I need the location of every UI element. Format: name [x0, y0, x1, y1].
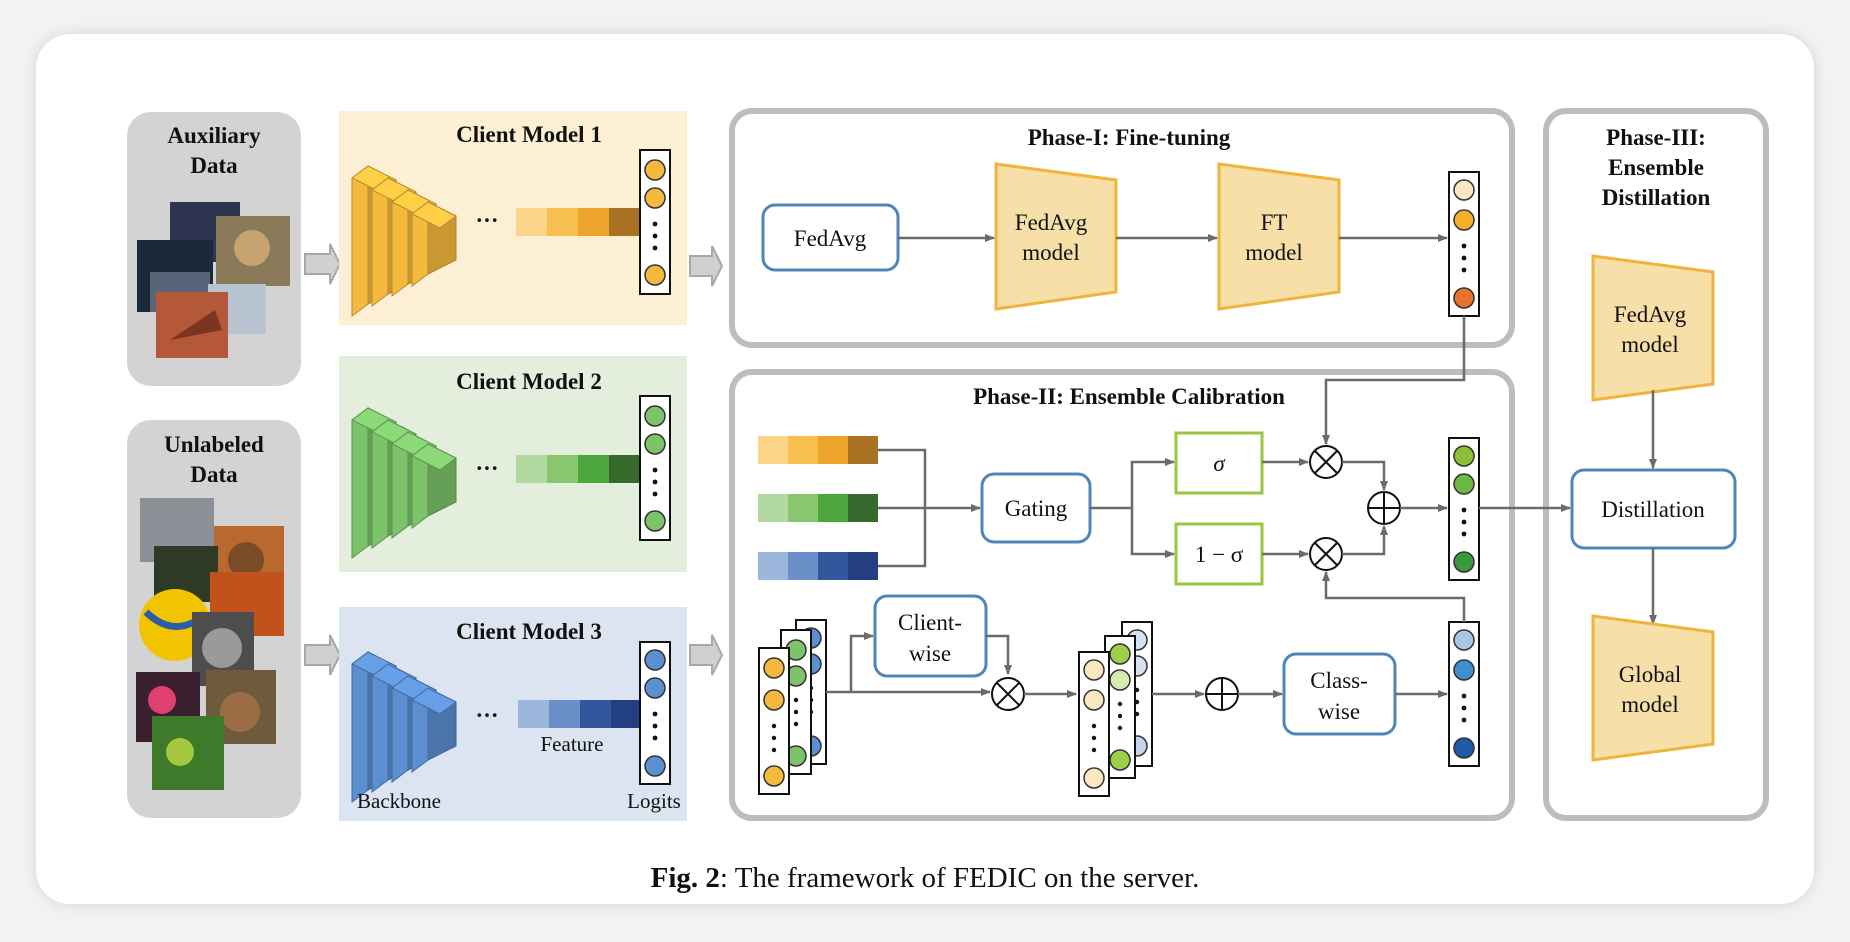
phase2-feature-blue — [758, 552, 878, 580]
ft-model-line2: model — [1245, 240, 1303, 265]
calibrated-logits — [1448, 437, 1480, 581]
client-wise-line1: Client- — [898, 610, 962, 635]
classwise-logits — [1448, 621, 1480, 767]
unlabeled-image-collage — [136, 498, 284, 790]
phase-3-panel: Phase-III: Ensemble Distillation FedAvg … — [1543, 108, 1769, 821]
backbone-label: Backbone — [357, 789, 441, 813]
fedavg-label: FedAvg — [794, 226, 867, 251]
weighted-client-logits — [1078, 621, 1153, 797]
phase-3-title-line3: Distillation — [1602, 185, 1711, 210]
backbone-layer-front — [351, 165, 369, 317]
phase2-feature-orange — [758, 436, 878, 464]
unlabeled-title-line1: Unlabeled — [164, 432, 264, 457]
client-model-1-title: Client Model 1 — [456, 122, 602, 147]
client-model-2-dots: ··· — [475, 456, 498, 481]
model3-to-phase2-arrow — [689, 634, 724, 676]
sum-op — [1367, 491, 1401, 525]
multiply-op-top — [1309, 445, 1343, 479]
phase1-fedavg-model-line1: FedAvg — [1015, 210, 1088, 235]
backbone-layer-top — [411, 443, 457, 471]
client-model-2: Client Model 2 ··· — [339, 356, 687, 572]
phase-3-title-line1: Phase-III: — [1606, 125, 1706, 150]
client-model-2-feature — [516, 455, 640, 483]
logits-label: Logits — [627, 789, 681, 813]
client-model-3-logits — [639, 641, 671, 785]
distillation-label: Distillation — [1601, 497, 1705, 522]
client-model-3: Client Model 3 ··· Feature Backbone Logi… — [339, 607, 687, 821]
sigma-box — [1174, 431, 1264, 495]
client-model-3-feature — [518, 700, 642, 728]
model1-to-phase1-arrow — [689, 245, 724, 287]
data-to-model3-arrow — [304, 634, 342, 676]
caption-label: Fig. 2 — [650, 862, 720, 894]
phase2-feature-green — [758, 494, 878, 522]
client-wise-line2: wise — [909, 641, 951, 666]
client-model-1: Client Model 1 ··· — [339, 111, 687, 325]
gating-label: Gating — [1005, 496, 1068, 521]
phase3-fedavg-model-line2: model — [1621, 332, 1679, 357]
backbone-layer-top — [411, 201, 457, 229]
phase3-fedavg-model-line1: FedAvg — [1614, 302, 1687, 327]
phase1-to-multiply-line — [1322, 316, 1466, 445]
client-model-1-logits — [639, 149, 671, 295]
global-model-shape — [1591, 614, 1715, 762]
class-wise-line1: Class- — [1310, 668, 1368, 693]
phase1-fedavg-model-shape — [994, 162, 1118, 311]
phase1-logits — [1448, 171, 1480, 317]
sum-op-classwise — [1205, 677, 1239, 711]
global-model-line2: model — [1621, 692, 1679, 717]
feature-label: Feature — [541, 732, 604, 756]
multiply-op-bottom — [1309, 537, 1343, 571]
client-model-3-title: Client Model 3 — [456, 619, 602, 644]
one-minus-sigma-box — [1174, 522, 1264, 586]
data-to-model1-arrow — [304, 243, 342, 285]
ft-model-shape — [1217, 162, 1341, 311]
backbone-stack-1 — [351, 165, 457, 317]
phase-1-title: Phase-I: Fine-tuning — [1028, 125, 1231, 150]
auxiliary-image-collage — [137, 202, 290, 358]
one-minus-sigma-label: 1 − σ — [1195, 542, 1244, 567]
backbone-layer-front — [351, 407, 369, 559]
phase1-fedavg-model-line2: model — [1022, 240, 1080, 265]
backbone-layer-top — [411, 687, 457, 715]
stacked-client-logits — [758, 619, 827, 795]
backbone-stack-3 — [351, 651, 457, 803]
client-model-2-logits — [639, 395, 671, 541]
sigma-label: σ — [1213, 451, 1226, 476]
auxiliary-title-line2: Data — [190, 153, 238, 178]
ft-model-line1: FT — [1261, 210, 1288, 235]
client-model-2-title: Client Model 2 — [456, 369, 602, 394]
figure-caption: Fig. 2: The framework of FEDIC on the se… — [0, 862, 1850, 895]
client-model-1-dots: ··· — [475, 208, 498, 233]
backbone-layer-front — [351, 651, 369, 803]
unlabeled-data-panel: Unlabeled Data — [127, 420, 301, 818]
auxiliary-title-line1: Auxiliary — [167, 123, 261, 148]
unlabeled-title-line2: Data — [190, 462, 238, 487]
client-model-1-feature — [516, 208, 640, 236]
global-model-line1: Global — [1619, 662, 1682, 687]
backbone-stack-2 — [351, 407, 457, 559]
client-model-3-dots: ··· — [475, 703, 498, 728]
auxiliary-data-panel: Auxiliary Data — [127, 112, 301, 386]
phase-2-title: Phase-II: Ensemble Calibration — [973, 384, 1285, 409]
class-wise-line2: wise — [1318, 699, 1360, 724]
multiply-op-clientwise — [991, 677, 1025, 711]
phase-3-title-line2: Ensemble — [1608, 155, 1704, 180]
caption-text: : The framework of FEDIC on the server. — [719, 862, 1200, 894]
phase3-fedavg-model-shape — [1591, 254, 1715, 402]
phase-1-panel: Phase-I: Fine-tuning FedAvg FedAvg model… — [729, 108, 1515, 348]
phase-2-panel: Phase-II: Ensemble Calibration Gating σ — [729, 316, 1515, 821]
